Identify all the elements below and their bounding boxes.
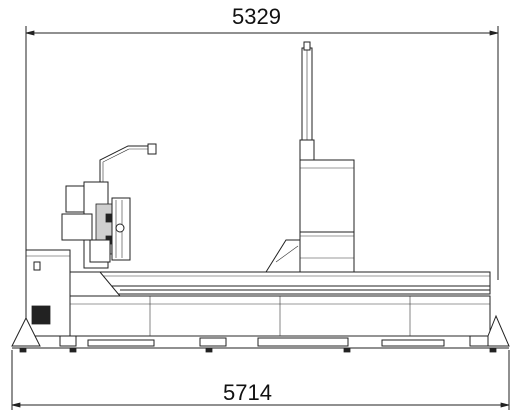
vertical-mast <box>299 41 315 161</box>
cable-arm <box>99 143 157 190</box>
control-cabinet <box>25 249 71 337</box>
top-dimension-line <box>25 26 499 280</box>
machine-feet <box>11 314 510 353</box>
bottom-dimension-line <box>11 350 510 410</box>
spindle-head <box>61 181 131 269</box>
top-dimension-label: 5329 <box>232 4 281 29</box>
column-housing <box>265 159 355 273</box>
machine-bed <box>69 271 491 337</box>
bottom-dimension-label: 5714 <box>223 380 272 405</box>
